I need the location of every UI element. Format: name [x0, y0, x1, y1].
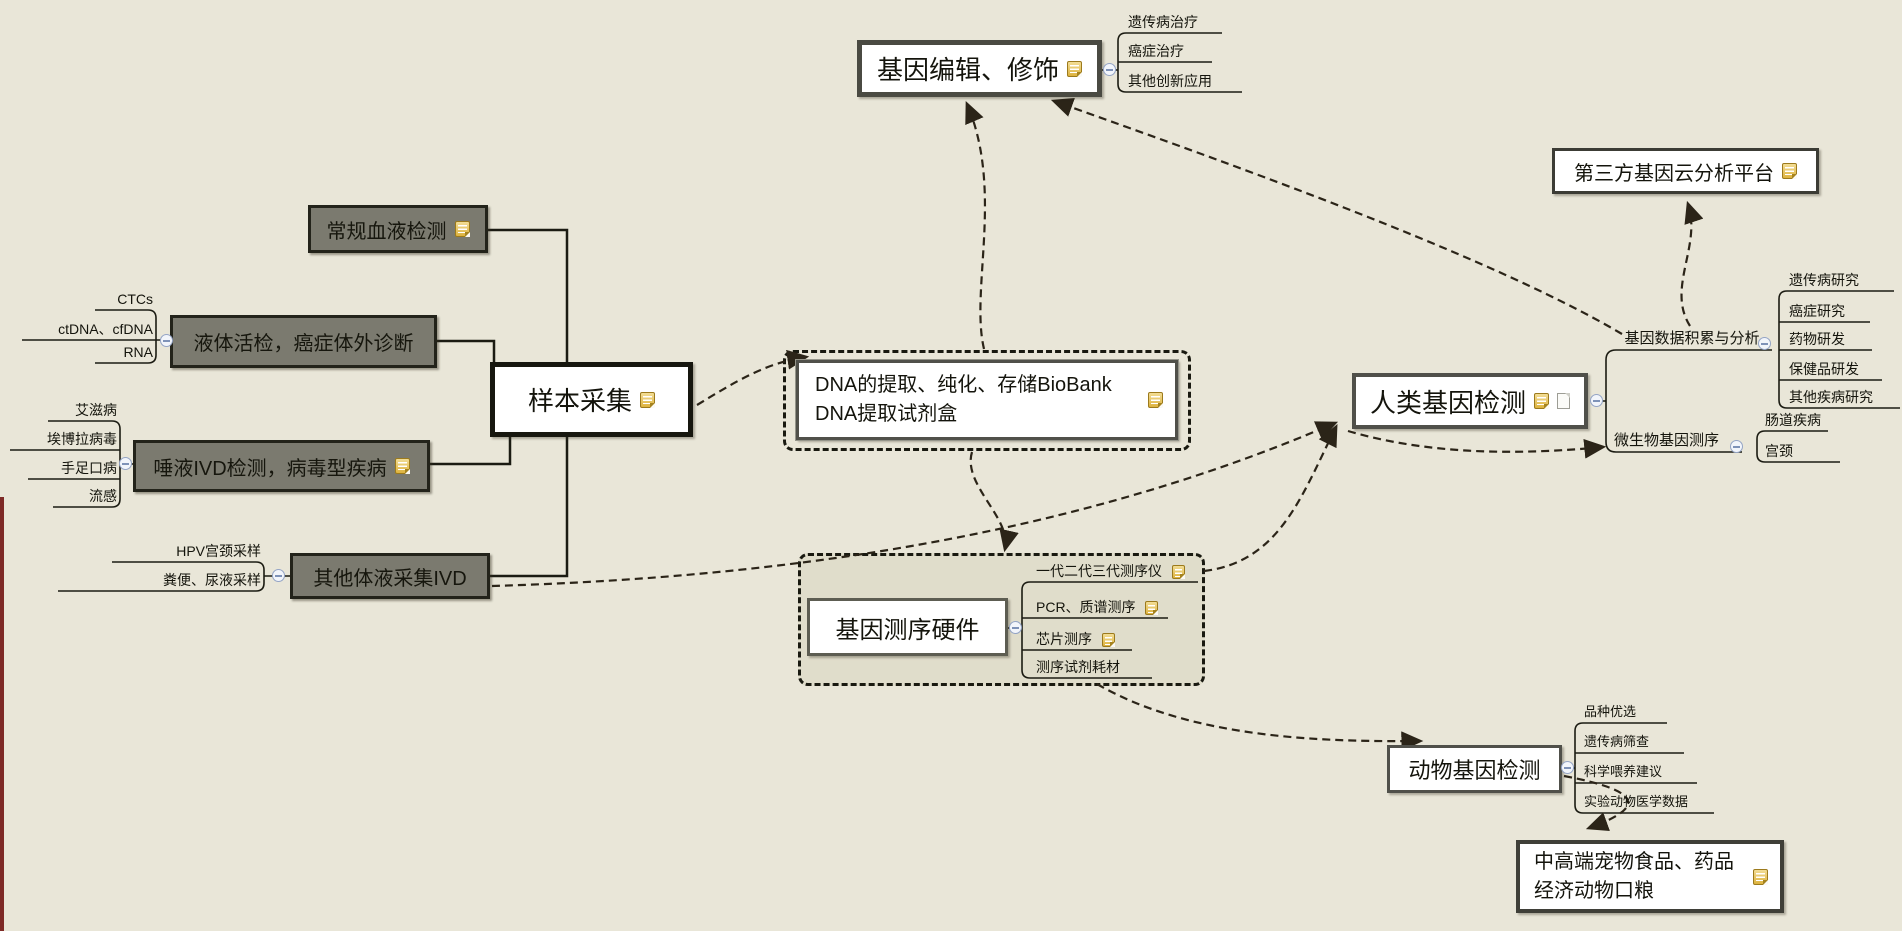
rel-hardware-to-human: [1203, 424, 1338, 573]
rel-dna-to-editing: [965, 100, 986, 350]
collapse-icon[interactable]: [1009, 621, 1022, 634]
subtopic-pcr[interactable]: PCR、质谱测序: [1036, 597, 1159, 617]
note-icon[interactable]: [1534, 393, 1549, 409]
node-label: 中高端宠物食品、药品 经济动物口粮: [1534, 850, 1734, 902]
node-human-gene-testing[interactable]: 人类基因检测: [1352, 373, 1588, 429]
boundary-dna-extraction[interactable]: [783, 350, 1191, 451]
subtopic-chip-sequencing[interactable]: 芯片测序: [1036, 629, 1115, 649]
note-icon[interactable]: [640, 391, 655, 408]
node-other-fluid[interactable]: 其他体液采集IVD: [290, 553, 490, 599]
subtopic-ctdna[interactable]: ctDNA、cfDNA: [58, 321, 153, 337]
subtopic-cervix[interactable]: 宫颈: [1765, 443, 1793, 459]
relationship-arrows: [491, 98, 1704, 831]
subtopic-healthcare-rnd[interactable]: 保健品研发: [1789, 361, 1859, 377]
subtopic-cancer-research[interactable]: 癌症研究: [1789, 303, 1845, 319]
node-label: 其他体液采集IVD: [313, 567, 467, 590]
collapse-icon[interactable]: [160, 334, 173, 347]
subtopic-genetic-research[interactable]: 遗传病研究: [1789, 272, 1859, 288]
subtopic-ebola[interactable]: 埃博拉病毒: [47, 431, 117, 447]
rel-fluid-to-human: [491, 421, 1339, 588]
note-icon[interactable]: [1067, 60, 1082, 77]
note-icon[interactable]: [1145, 601, 1159, 616]
subtopic-cancer-therapy[interactable]: 癌症治疗: [1128, 43, 1184, 59]
subtopic-stool-urine[interactable]: 粪便、尿液采样: [163, 572, 261, 588]
node-dna-extraction[interactable]: DNA的提取、纯化、存储BioBank DNA提取试剂盒: [795, 359, 1179, 441]
collapse-icon[interactable]: [119, 457, 132, 470]
note-icon[interactable]: [1753, 868, 1768, 885]
note-icon[interactable]: [394, 458, 410, 474]
subtopic-reagents[interactable]: 测序试剂耗材: [1036, 659, 1120, 675]
rel-to-microbial: [1347, 429, 1607, 459]
subtopic-drug-rnd[interactable]: 药物研发: [1789, 331, 1845, 347]
node-animal-gene-testing[interactable]: 动物基因检测: [1387, 745, 1562, 793]
subtopic-hpv[interactable]: HPV宫颈采样: [176, 543, 261, 559]
subtopic-rna[interactable]: RNA: [123, 344, 153, 360]
rel-animal-to-petfood: [1563, 774, 1629, 831]
node-label: DNA的提取、纯化、存储BioBank DNA提取试剂盒: [815, 374, 1112, 425]
subtopic-genetic-therapy[interactable]: 遗传病治疗: [1128, 14, 1198, 30]
subtopic-gut-disease[interactable]: 肠道疾病: [1765, 412, 1821, 428]
subtopic-lab-animal-data[interactable]: 实验动物医学数据: [1584, 794, 1689, 809]
node-label: 常规血液检测: [326, 220, 447, 243]
node-pet-food[interactable]: 中高端宠物食品、药品 经济动物口粮: [1516, 840, 1784, 913]
subtopic-microbial-sequencing[interactable]: 微生物基因测序: [1614, 432, 1720, 449]
note-icon[interactable]: [1782, 163, 1797, 179]
node-liquid-biopsy[interactable]: 液体活检，癌症体外诊断: [170, 315, 437, 368]
rel-dna-to-hardware: [969, 451, 1019, 553]
node-sequencing-hardware[interactable]: 基因测序硬件: [807, 598, 1008, 656]
branch-connectors: [430, 228, 569, 578]
subtopic-hfmd[interactable]: 手足口病: [61, 460, 117, 476]
rel-data-to-cloud: [1680, 200, 1704, 327]
node-routine-blood[interactable]: 常规血液检测: [308, 205, 488, 253]
subtopic-feeding-advice[interactable]: 科学喂养建议: [1584, 764, 1663, 779]
node-cloud-platform[interactable]: 第三方基因云分析平台: [1552, 148, 1819, 194]
window-edge: [0, 497, 4, 931]
collapse-icon[interactable]: [1103, 63, 1116, 76]
subtopic-sequencers[interactable]: 一代二代三代测序仪: [1036, 561, 1185, 581]
collapse-icon[interactable]: [1730, 440, 1743, 453]
node-label: 第三方基因云分析平台: [1574, 162, 1774, 185]
node-saliva-ivd[interactable]: 唾液IVD检测，病毒型疾病: [133, 440, 430, 492]
node-label: 基因编辑、修饰: [876, 55, 1059, 85]
subtopic-gene-data-analysis[interactable]: 基因数据积累与分析: [1624, 330, 1760, 347]
subtopic-other-innovation[interactable]: 其他创新应用: [1128, 73, 1212, 89]
node-label: 唾液IVD检测，病毒型疾病: [153, 457, 387, 480]
subtopic-ctcs[interactable]: CTCs: [117, 291, 153, 307]
node-label: 动物基因检测: [1408, 758, 1541, 783]
collapse-icon[interactable]: [1590, 394, 1603, 407]
subtopic-genetic-screening[interactable]: 遗传病筛查: [1584, 734, 1650, 749]
collapse-icon[interactable]: [1758, 337, 1771, 350]
node-label: 样本采集: [527, 386, 632, 416]
node-gene-editing[interactable]: 基因编辑、修饰: [857, 40, 1102, 97]
attachment-icon[interactable]: [1557, 393, 1570, 409]
note-icon[interactable]: [1171, 565, 1185, 580]
rel-data-to-editing: [1050, 98, 1623, 335]
subtopic-other-disease[interactable]: 其他疾病研究: [1789, 389, 1873, 405]
node-label: 基因测序硬件: [835, 616, 980, 644]
subtopic-flu[interactable]: 流感: [89, 488, 117, 504]
rel-hardware-to-animal: [1096, 683, 1424, 752]
subtopic-aids[interactable]: 艾滋病: [75, 402, 117, 418]
note-icon[interactable]: [1148, 392, 1163, 408]
collapse-icon[interactable]: [272, 569, 285, 582]
collapse-icon[interactable]: [1561, 761, 1574, 774]
rel-sample-to-dna: [696, 349, 810, 406]
node-label: 人类基因检测: [1369, 387, 1526, 418]
note-icon[interactable]: [1101, 633, 1115, 648]
node-label: 液体活检，癌症体外诊断: [193, 333, 414, 355]
node-sample-collection[interactable]: 样本采集: [490, 362, 693, 437]
subtopic-breed-selection[interactable]: 品种优选: [1584, 704, 1637, 719]
note-icon[interactable]: [454, 221, 470, 237]
